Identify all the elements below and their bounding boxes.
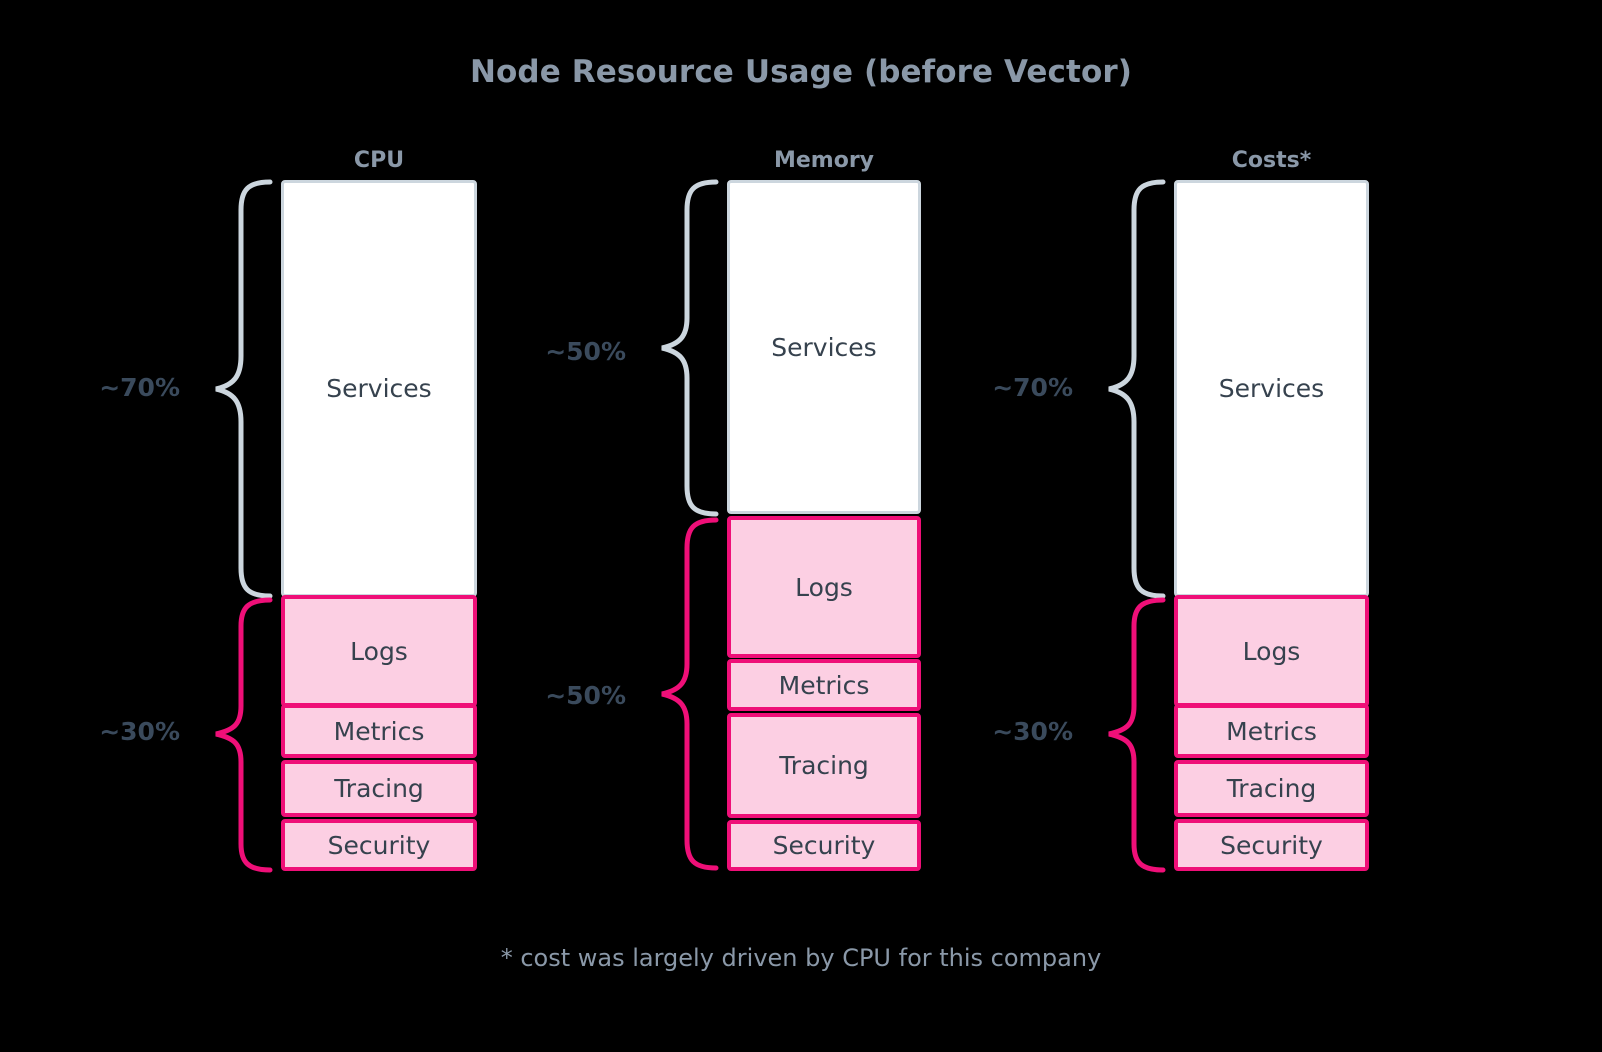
footnote: * cost was largely driven by CPU for thi…: [500, 944, 1102, 972]
percent-label-memory-services: ~50%: [545, 337, 626, 366]
segment-cpu-logs[interactable]: Logs: [281, 595, 477, 707]
brace-memory-telemetry: [661, 517, 719, 871]
segment-costs-metrics[interactable]: Metrics: [1174, 704, 1369, 758]
brace-memory-services: [661, 179, 719, 517]
segment-costs-security[interactable]: Security: [1174, 819, 1369, 871]
segment-costs-logs[interactable]: Logs: [1174, 595, 1369, 707]
brace-cpu-telemetry: [215, 597, 273, 873]
percent-label-cpu-telemetry: ~30%: [99, 717, 180, 746]
segment-memory-tracing[interactable]: Tracing: [727, 713, 921, 818]
segment-memory-security[interactable]: Security: [727, 820, 921, 871]
page-title: Node Resource Usage (before Vector): [469, 54, 1133, 90]
segment-costs-services[interactable]: Services: [1174, 180, 1369, 597]
percent-label-costs-services: ~70%: [992, 373, 1073, 402]
segment-memory-metrics[interactable]: Metrics: [727, 659, 921, 711]
percent-label-costs-telemetry: ~30%: [992, 717, 1073, 746]
segment-memory-logs[interactable]: Logs: [727, 516, 921, 658]
segment-cpu-metrics[interactable]: Metrics: [281, 704, 477, 758]
column-header-cpu: CPU: [353, 148, 405, 173]
percent-label-cpu-services: ~70%: [99, 373, 180, 402]
brace-costs-telemetry: [1108, 597, 1166, 873]
percent-label-memory-telemetry: ~50%: [545, 681, 626, 710]
segment-memory-services[interactable]: Services: [727, 180, 921, 514]
column-header-costs: Costs*: [1231, 148, 1312, 173]
segment-cpu-security[interactable]: Security: [281, 819, 477, 871]
segment-cpu-services[interactable]: Services: [281, 180, 477, 597]
segment-costs-tracing[interactable]: Tracing: [1174, 760, 1369, 817]
column-header-memory: Memory: [773, 148, 875, 173]
brace-cpu-services: [215, 179, 273, 599]
segment-cpu-tracing[interactable]: Tracing: [281, 760, 477, 817]
brace-costs-services: [1108, 179, 1166, 599]
